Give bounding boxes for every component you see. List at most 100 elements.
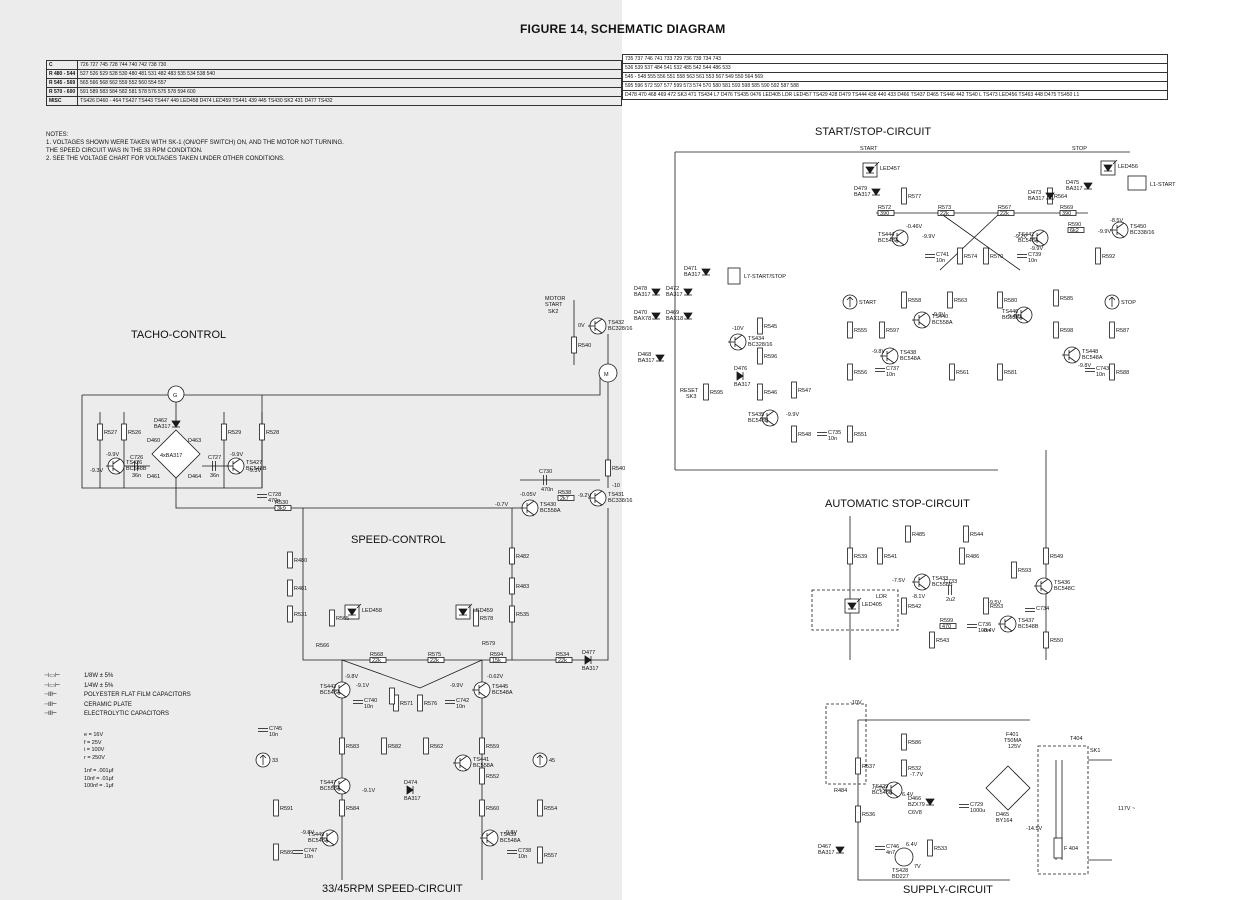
voltage-label: -7.5V [892, 578, 905, 584]
transistor-label: TS443 [320, 684, 336, 690]
resistor-label: R545 [764, 324, 777, 330]
capacitor-symbol-icon: ⊣‖⊢ [44, 692, 57, 698]
resistor-label: R595 [710, 390, 723, 396]
diode-label: D474 [404, 780, 417, 786]
diode [847, 602, 857, 610]
capacitor-value: 4n7 [886, 850, 895, 856]
switch-label: SK3 [686, 394, 696, 400]
transistor-type: BC548A [320, 690, 341, 696]
resistor-value: 6k2 [1070, 228, 1079, 234]
resistor [947, 291, 953, 309]
left-shaded-pane [0, 0, 622, 900]
transistor-lead [232, 467, 241, 474]
transformer-box [1037, 745, 1089, 875]
resistor-label: R579 [482, 641, 495, 647]
transistor-lead [734, 343, 743, 350]
transistor-lead [112, 467, 121, 474]
diode-label: D477 [582, 650, 595, 656]
resistor-label: R532 [908, 766, 921, 772]
resistor [997, 291, 1003, 309]
resistor [537, 799, 543, 817]
diode-type: BA317 [854, 192, 871, 198]
transistor-label: TS431 [608, 492, 624, 498]
transistor-type: BC548B [748, 418, 769, 424]
transistor-type: BC328/16 [608, 326, 632, 332]
voltage-label: -9.9V [106, 452, 119, 458]
lamp-needle [536, 754, 541, 759]
resistor-value: 22k [558, 658, 567, 664]
transformer-label: T404 [1070, 736, 1083, 742]
transistor-label: TS427 [246, 460, 262, 466]
section-speed-control: SPEED-CONTROL [351, 534, 446, 546]
voltage-label: -9.4V [1006, 314, 1019, 320]
transistor-lead [1040, 578, 1049, 585]
capacitor-label: C736 [978, 622, 991, 628]
resistor [877, 547, 883, 565]
resistor [901, 733, 907, 751]
resistor [273, 799, 279, 817]
resistor-label: R590 [1068, 222, 1081, 228]
diode-label: D464 [188, 474, 201, 480]
resistor [1109, 321, 1115, 339]
diode-label: D466 [908, 796, 921, 802]
transistor-type: BC558B [932, 582, 953, 588]
resistor [791, 425, 797, 443]
resistor-value: 390 [1062, 211, 1071, 217]
ldr-label: LDR [876, 594, 887, 600]
capacitor-label: C728 [268, 492, 281, 498]
legend-text: 1/4W ± 5% [84, 682, 114, 689]
diode-type: BA317 [818, 850, 835, 856]
transistor-label: TS435 [748, 412, 764, 418]
transistor-label: TS442 [1018, 232, 1034, 238]
transistor-type: BC548A [1082, 355, 1103, 361]
resistor [927, 839, 933, 857]
capacitor-value: 10n [269, 732, 278, 738]
resistor-label: R530 [275, 500, 288, 506]
led-label: LED458 [362, 608, 382, 614]
resistor-value: 22k [372, 658, 381, 664]
transistor-lead [766, 419, 775, 426]
resistor-label: R583 [346, 744, 359, 750]
transistor-lead [918, 312, 927, 319]
resistor [949, 363, 955, 381]
legend-text: POLYESTER FLAT FILM CAPACITORS [84, 692, 191, 698]
transistor-lead [734, 334, 743, 341]
resistor [381, 737, 387, 755]
led-ray [874, 161, 880, 167]
voltage-label: -0.7V [495, 502, 508, 508]
diode-type: BA317 [638, 358, 655, 364]
capacitor-label: C741 [936, 252, 949, 258]
resistor [557, 495, 575, 501]
resistor-label: R481 [294, 586, 307, 592]
resistor-label: R578 [480, 616, 493, 622]
resistor-label: R564 [1054, 194, 1067, 200]
resistor-label: R486 [966, 554, 979, 560]
resistor [1053, 321, 1059, 339]
diode-label: D469 [666, 310, 679, 316]
diode-type: BA317 [1066, 186, 1083, 192]
bridge-label: 4xBA317 [160, 453, 182, 459]
transistor-lead [326, 830, 335, 837]
capacitor-label: C743 [1096, 366, 1109, 372]
capacitor-label: C738 [518, 848, 531, 854]
voltage-label: -9.3V [90, 468, 103, 474]
transistor-type: BC558A [540, 508, 561, 514]
resistor-label: R549 [1050, 554, 1063, 560]
voltage-label: -7.1V [872, 786, 885, 792]
transistor-lead [890, 791, 899, 798]
transistor-lead [890, 782, 899, 789]
capacitor-value: 10n [886, 372, 895, 378]
diode [651, 288, 661, 296]
wire [857, 720, 1010, 881]
capacitor-value: 10n [828, 436, 837, 442]
labels: TACHO-CONTROL SPEED-CONTROL 33/45RPM SPE… [90, 126, 1176, 896]
resistor [963, 525, 969, 543]
wire [341, 659, 483, 689]
resistor-label: R559 [486, 744, 499, 750]
led-ray [1112, 159, 1118, 165]
capacitor-label: C747 [304, 848, 317, 854]
transistor-lead [918, 583, 927, 590]
resistor-label: R577 [908, 194, 921, 200]
